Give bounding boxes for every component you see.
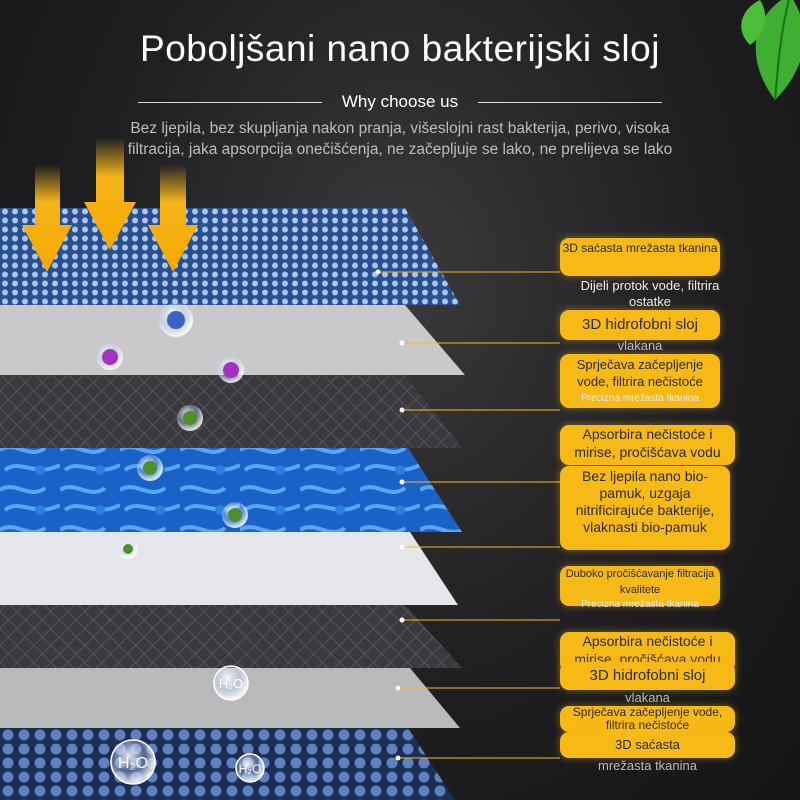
label-pill-prevent-clog: Sprječava začepljenje vode, filtrira neč… [560, 706, 735, 732]
label-pill-hydrophobic-1: 3D hidrofobni sloj [560, 310, 720, 340]
label-note-hydrophobic-1: vlakana [617, 338, 663, 353]
arrow-3 [148, 165, 198, 272]
divider-left [138, 102, 322, 103]
label-pill-mesh-1: Sprječava začepljenje vode, filtrira neč… [560, 354, 720, 408]
label-note-mesh-2: Precizna mrežasta tkanina [581, 599, 699, 610]
leaf-decoration [730, 0, 800, 110]
layer-blue-cotton [0, 448, 462, 532]
h2o-label-2: H₂O [118, 755, 148, 772]
layer-honeycomb-top [0, 208, 460, 305]
label-pill-honeycomb: 3D saćasta mrežasta tkanina [560, 238, 720, 276]
label-pill-deep-filter: Duboko pročišćavanje filtracija kvalitet… [560, 566, 720, 606]
label-pill-honeycomb-bottom: 3D saćasta [560, 732, 735, 758]
h2o-label-1: H₂O [219, 676, 244, 691]
page-title: Poboljšani nano bakterijski sloj [140, 28, 660, 69]
h2o-label-3: H₂O [239, 762, 262, 776]
label-pill-bio-cotton: Bez ljepila nano bio-pamuk, uzgaja nitri… [560, 466, 730, 550]
layer-bio-cotton [0, 532, 458, 605]
description: Bez ljepila, bez skupljanja nakon pranja… [127, 120, 673, 158]
layer-mesh-1 [0, 375, 462, 448]
layer-mesh-2 [0, 605, 462, 668]
subtitle: Why choose us [341, 92, 459, 111]
arrow-1 [22, 165, 72, 272]
flow-arrows [22, 138, 198, 272]
label-pill-absorb-1: Apsorbira nečistoće i mirise, pročišćava… [560, 425, 735, 465]
leader-dots [375, 269, 405, 761]
leader-lines [378, 271, 560, 759]
arrow-2 [84, 138, 136, 250]
label-pill-hydrophobic-2: 3D hidrofobni sloj [560, 662, 735, 690]
particles [97, 303, 265, 785]
subtitle-row: Why choose us [0, 90, 800, 114]
label-note-hydrophobic-2: vlakana [625, 690, 670, 705]
label-note-honeycomb: Dijeli protok vode, filtrira ostatke [580, 278, 720, 309]
label-note-mesh-1: Precizna mrežasta tkanina [581, 393, 699, 404]
layer-honeycomb-bottom [0, 728, 455, 800]
divider-right [478, 102, 662, 103]
label-note-honeycomb-bottom: mrežasta tkanina [598, 758, 697, 773]
